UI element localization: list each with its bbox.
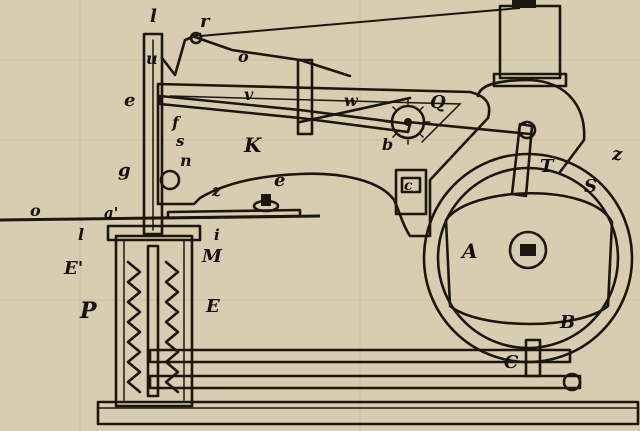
label-e-left: e: [124, 90, 135, 111]
vertical-link: [296, 58, 314, 136]
label-u: u: [146, 49, 158, 68]
label-P: P: [79, 298, 98, 324]
label-o-left: o: [30, 201, 41, 220]
label-s-small: s: [176, 132, 185, 150]
thread-lever-r: [190, 34, 352, 78]
label-r-top: r: [200, 11, 211, 32]
presser-plate: [166, 208, 302, 220]
arm-frame-K: [156, 82, 491, 238]
thread-guide: [189, 31, 203, 45]
c-box: [394, 168, 428, 216]
gear-Q: [385, 99, 431, 145]
arm-inner-shadow: [169, 95, 462, 143]
label-w: w: [344, 91, 359, 110]
connecting-rod: [406, 120, 532, 136]
label-f: f: [171, 113, 182, 132]
crank-pivot: [517, 120, 537, 140]
crank-arm-T: [510, 122, 534, 198]
spring-P: [126, 260, 142, 394]
label-e-mid: e: [274, 170, 285, 191]
label-B: B: [559, 312, 575, 333]
link-w: [298, 96, 412, 124]
label-o-top: o: [238, 47, 249, 66]
spring-E: [164, 260, 180, 394]
center-rod: [146, 244, 160, 398]
main-lever-v: [158, 94, 412, 134]
label-E: E: [205, 296, 220, 317]
label-S: S: [584, 176, 597, 197]
label-l-top: l: [150, 6, 157, 27]
label-C: C: [504, 352, 519, 373]
label-Q: Q: [430, 92, 446, 113]
label-c-box: c: [404, 178, 413, 194]
label-n: n: [180, 151, 192, 170]
label-A: A: [460, 239, 478, 263]
label-M: M: [201, 246, 223, 267]
label-v: v: [244, 85, 254, 104]
label-i-small: i: [214, 226, 220, 244]
spool-holder: [492, 0, 568, 88]
treadle-bar: [148, 338, 582, 392]
thread-line: [199, 7, 521, 37]
crank-housing: [476, 78, 586, 174]
base-plate: [96, 400, 640, 426]
label-E-prime: E': [63, 258, 83, 279]
label-b: b: [382, 135, 393, 154]
label-z-mid: z: [211, 181, 222, 200]
left-pedestal: [114, 234, 194, 408]
label-a-prime: a': [104, 204, 118, 222]
label-z-right: z: [611, 144, 623, 165]
thumb-knob: [252, 194, 280, 213]
label-T: T: [540, 156, 555, 177]
needle-plate: [106, 224, 202, 242]
label-l-left: l: [78, 225, 84, 244]
label-g: g: [118, 160, 131, 181]
needle-bar: [142, 32, 181, 236]
label-K: K: [243, 133, 263, 157]
